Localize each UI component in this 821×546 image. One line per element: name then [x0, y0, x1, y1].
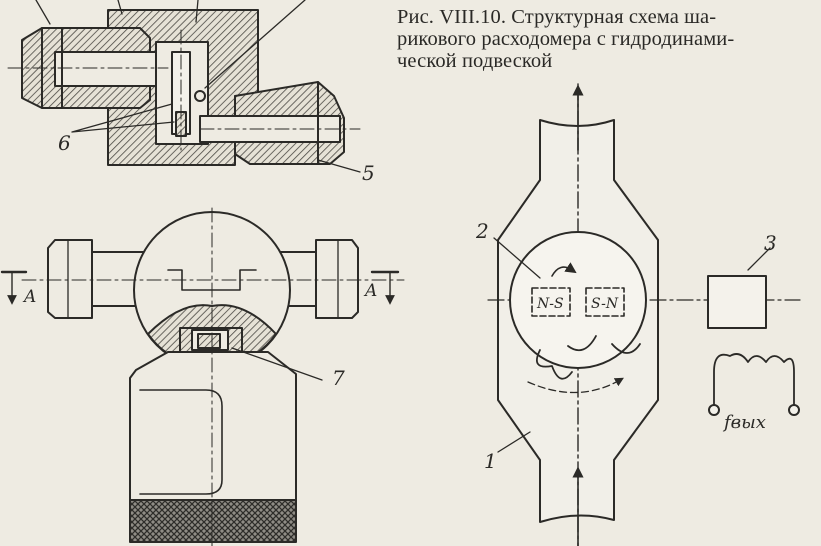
caption-line-3: ческой подвеской	[397, 50, 553, 72]
label-5: 5	[362, 161, 375, 185]
magnet-right-label: S-N	[591, 296, 619, 312]
section-label-right: A	[363, 281, 377, 301]
section-label-left: A	[22, 287, 36, 307]
flowmeter-section-view	[21, 0, 361, 173]
label-6: 6	[58, 131, 71, 155]
figure-caption: Рис. VIII.10. Структурная схема ша- рико…	[397, 6, 817, 72]
label-1: 1	[484, 449, 497, 473]
caption-line-1: Рис. VIII.10. Структурная схема ша-	[397, 6, 717, 28]
diagram-labels: 6 5 7 A A 2 1 3 N-S S-N fвых	[22, 131, 777, 473]
front-centerlines	[21, 207, 405, 546]
output-frequency-label: fвых	[722, 412, 766, 433]
section-marks	[0, 270, 400, 305]
label-7: 7	[332, 366, 345, 390]
flowmeter-front-view	[47, 211, 359, 543]
caption-line-2: рикового расходомера с гидродинами-	[397, 28, 735, 50]
magnet-left-label: N-S	[536, 296, 564, 312]
section-centerlines	[7, 29, 361, 151]
flowmeter-scheme	[487, 83, 801, 546]
label-3: 3	[764, 231, 777, 255]
label-2: 2	[475, 219, 489, 243]
